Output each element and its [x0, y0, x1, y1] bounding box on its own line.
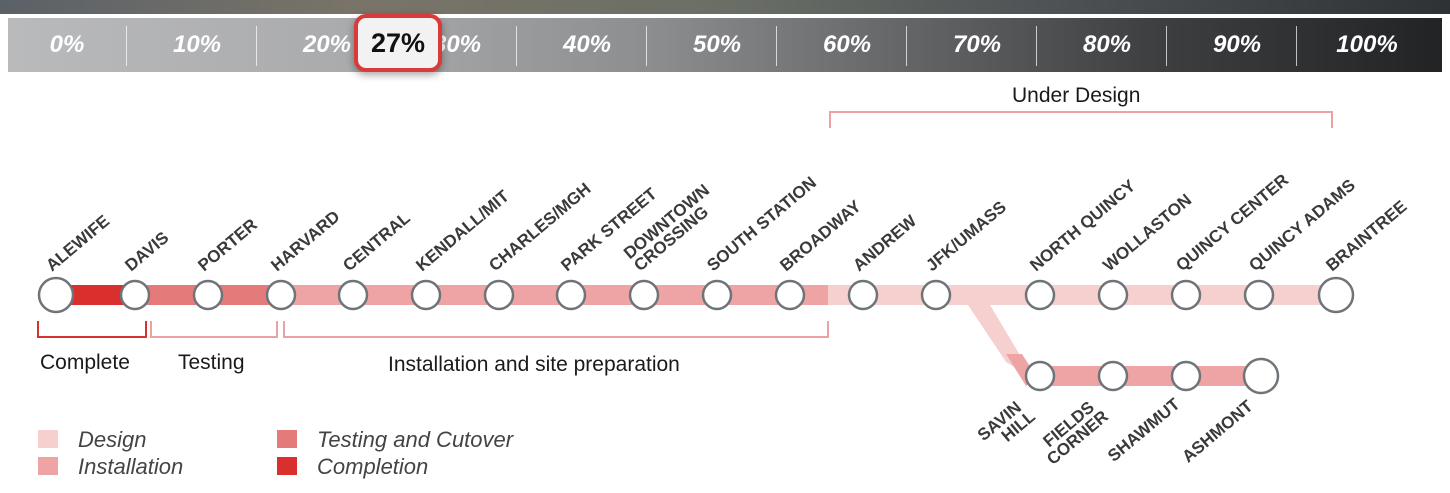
- phase-brackets: [37, 111, 1333, 338]
- station-marker-north-quincy: [1024, 279, 1056, 311]
- station-marker-jfk-umass: [920, 279, 952, 311]
- station-label-alewife: ALEWIFE: [42, 211, 113, 275]
- progress-label-0: 0%: [49, 31, 85, 58]
- station-label-davis: DAVIS: [121, 228, 172, 275]
- legend-swatch-design: [38, 430, 58, 448]
- station-label-central: CENTRAL: [339, 208, 413, 275]
- bracket-complete: [37, 321, 147, 338]
- progress-divider: [776, 26, 777, 66]
- progress-label-70: 70%: [952, 31, 1002, 58]
- phase-label-testing: Testing: [178, 351, 245, 374]
- station-marker-charles-mgh: [483, 279, 515, 311]
- station-label-jfk-umass: JFK/UMASS: [922, 197, 1009, 275]
- progress-label-100: 100%: [1336, 31, 1398, 58]
- progress-label-40: 40%: [562, 31, 612, 58]
- station-label-fields-corner: FIELDS CORNER: [1033, 395, 1112, 469]
- station-marker-porter: [192, 279, 224, 311]
- station-label-harvard: HARVARD: [267, 207, 343, 275]
- station-marker-savin-hill: [1024, 360, 1056, 392]
- bracket-testing: [150, 321, 278, 338]
- legend-swatch-testing-and-cutover: [277, 430, 297, 448]
- track-segment-completion: [56, 285, 136, 305]
- bracket-installation: [283, 321, 829, 338]
- station-marker-wollaston: [1097, 279, 1129, 311]
- station-label-shawmut: SHAWMUT: [1104, 394, 1184, 465]
- station-marker-park-street: [555, 279, 587, 311]
- progress-divider: [906, 26, 907, 66]
- legend-label-design: Design: [78, 427, 146, 452]
- station-marker-davis: [119, 279, 151, 311]
- station-marker-shawmut: [1170, 360, 1202, 392]
- legend: Design Installation Testing and Cutover …: [38, 427, 515, 479]
- progress-divider: [1036, 26, 1037, 66]
- station-marker-braintree: [1317, 276, 1355, 314]
- phase-label-installation: Installation and site preparation: [388, 353, 680, 376]
- progress-divider: [1296, 26, 1297, 66]
- station-marker-fields-corner: [1097, 360, 1129, 392]
- phase-label-under-design: Under Design: [1012, 84, 1140, 107]
- progress-label-20: 20%: [302, 31, 352, 58]
- station-marker-ashmont: [1242, 357, 1280, 395]
- progress-label-60: 60%: [822, 31, 872, 58]
- progress-label-10: 10%: [172, 31, 222, 58]
- station-marker-downtown-crossing: [628, 279, 660, 311]
- track-segment-branch-installation: [1028, 366, 1260, 386]
- progress-divider: [646, 26, 647, 66]
- progress-divider: [256, 26, 257, 66]
- track-segments: [56, 285, 1338, 386]
- station-marker-kendall-mit: [410, 279, 442, 311]
- top-photo-strip: [0, 0, 1450, 14]
- stations-branch: [1024, 357, 1280, 395]
- legend-swatch-completion: [277, 457, 297, 475]
- current-progress-badge: 27%: [354, 14, 442, 72]
- legend-label-testing-and-cutover: Testing and Cutover: [317, 427, 515, 452]
- station-label-porter: PORTER: [194, 215, 260, 275]
- phase-label-complete: Complete: [40, 351, 130, 374]
- progress-label-90: 90%: [1212, 31, 1262, 58]
- station-marker-alewife: [37, 276, 75, 314]
- legend-label-installation: Installation: [78, 454, 183, 479]
- progress-divider: [126, 26, 127, 66]
- station-marker-harvard: [265, 279, 297, 311]
- legend-swatch-installation: [38, 457, 58, 475]
- station-label-andrew: ANDREW: [849, 211, 921, 275]
- progress-label-80: 80%: [1082, 31, 1132, 58]
- progress-divider: [516, 26, 517, 66]
- station-marker-broadway: [774, 279, 806, 311]
- station-label-savin-hill: SAVIN HILL: [974, 395, 1039, 457]
- station-marker-quincy-center: [1170, 279, 1202, 311]
- bracket-under-design: [829, 111, 1333, 128]
- station-label-ashmont: ASHMONT: [1179, 396, 1258, 466]
- station-marker-south-station: [701, 279, 733, 311]
- track-segment-design: [828, 285, 1338, 305]
- station-marker-andrew: [847, 279, 879, 311]
- station-marker-central: [337, 279, 369, 311]
- legend-label-completion: Completion: [317, 454, 428, 479]
- progress-divider: [1166, 26, 1167, 66]
- progress-label-50: 50%: [692, 31, 742, 58]
- station-marker-quincy-adams: [1243, 279, 1275, 311]
- branch-connector-design: [968, 305, 1024, 368]
- stations-main: [37, 276, 1355, 314]
- progress-scale-bar: [8, 18, 1442, 72]
